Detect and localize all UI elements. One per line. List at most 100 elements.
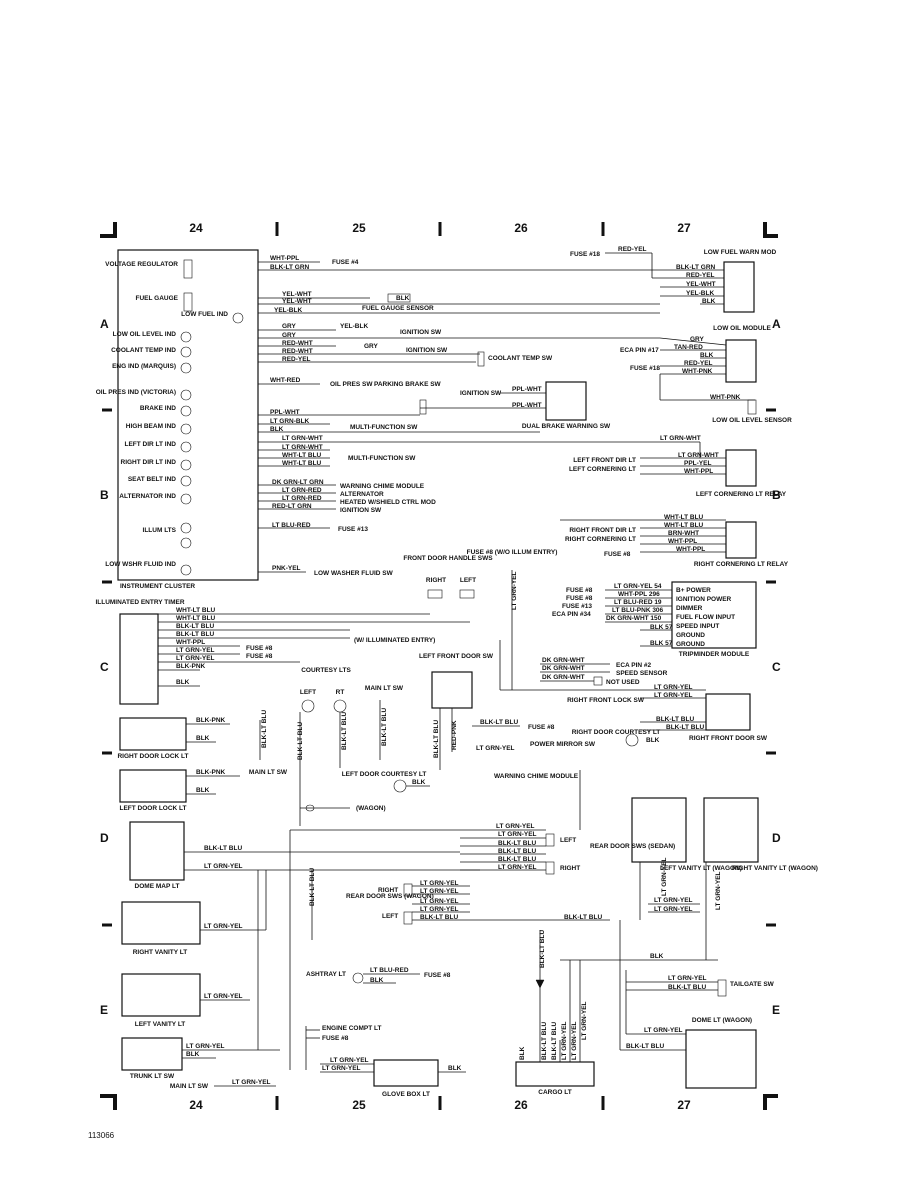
wire-label: BLK-LT GRN: [270, 264, 310, 271]
wire-label: LT GRN-YEL: [511, 571, 518, 610]
fuse-label: FUSE #18: [570, 251, 600, 258]
row-label-a: A: [772, 317, 781, 331]
row-label-c: C: [100, 660, 109, 674]
wire-label: RED-WHT: [282, 340, 313, 347]
wire-label: LT GRN-YEL: [571, 1021, 578, 1060]
wire-label: BLK: [196, 787, 210, 794]
wire-label: BLK: [196, 735, 210, 742]
rear-door-sws-sedan: LEFT RIGHT REAR DOOR SWS (SEDAN) LT GRN-…: [290, 823, 675, 875]
wire-label: BLK-LT BLU: [498, 840, 536, 847]
wire-label: BLK-LT BLU: [297, 722, 304, 760]
right-front-door-sw-label: RIGHT FRONT DOOR SW: [689, 735, 768, 742]
door-lock-lts: RIGHT DOOR LOCK LT BLK-PNK BLK LEFT DOOR…: [117, 717, 240, 812]
tripminder-module-label: TRIPMINDER MODULE: [679, 651, 750, 658]
column-label-27: 27: [677, 221, 691, 235]
left-label: LEFT: [382, 913, 398, 920]
wire-label: WHT-RED: [270, 377, 301, 384]
wire-label: LT BLU-RED: [370, 967, 409, 974]
low-oil-module: LOW OIL MODULE GRY ECA PIN #17 TAN-RED B…: [620, 325, 792, 424]
fuse-label: FUSE #18: [630, 365, 660, 372]
wire-label: LT BLU-RED 19: [614, 599, 662, 606]
ashtray-lt-label: ASHTRAY LT: [306, 971, 346, 978]
wire-label: BLK-LT BLU: [656, 716, 694, 723]
left-label: LEFT: [560, 837, 576, 844]
wire-label: BLK-LT BLU: [480, 719, 518, 726]
multi-function-sw-label: MULTI-FUNCTION SW: [348, 455, 416, 462]
right-cornering-lt-relay: RIGHT CORNERING LT RELAY WHT-LT BLU WHT-…: [560, 514, 789, 568]
wire-label: LT BLU-PNK 306: [612, 607, 664, 614]
wire-label: BLK-PNK: [176, 663, 206, 670]
dome-lt-wagon-label: DOME LT (WAGON): [692, 1017, 752, 1024]
column-label-25: 25: [352, 1098, 366, 1112]
right-vanity-lt: RIGHT VANITY LT LT GRN-YEL: [121, 901, 266, 956]
wire-label: LT GRN-YEL: [232, 1079, 271, 1086]
wire-label: LT GRN-YEL: [420, 888, 459, 895]
wire-label: WHT-LT BLU: [664, 522, 704, 529]
wire-label: LT GRN-YEL: [204, 923, 243, 930]
rear-door-sws-sedan-label: REAR DOOR SWS (SEDAN): [590, 843, 675, 850]
wire-label: LT GRN-YEL: [204, 863, 243, 870]
oil-pres-ind-label: OIL PRES IND (VICTORIA): [96, 389, 176, 396]
left-cornering-lt-relay: LEFT CORNERING LT RELAY LT GRN-WHT LT GR…: [569, 435, 787, 498]
front-door-handle-sws-label: FRONT DOOR HANDLE SWS: [403, 555, 493, 562]
wire-label: WHT-LT BLU: [176, 607, 216, 614]
wire-label: LT GRN-YEL: [654, 684, 693, 691]
front-door-handle-sws: FRONT DOOR HANDLE SWS RIGHT LEFT FUSE #8…: [403, 549, 557, 690]
wire-label: BLK-LT BLU: [341, 712, 348, 750]
column-label-24: 24: [189, 221, 203, 235]
row-labels: A A B B C C D D E E: [100, 317, 781, 1017]
wire-label: LT GRN-YEL: [654, 897, 693, 904]
ignition-sw-label: IGNITION SW: [460, 390, 502, 397]
oil-pres-sw-label: OIL PRES SW: [330, 381, 373, 388]
right-label: RIGHT: [378, 887, 398, 894]
eng-ind-label: ENG IND (MARQUIS): [112, 363, 176, 370]
right-cornering-lt-relay-label: RIGHT CORNERING LT RELAY: [694, 561, 789, 568]
wire-label: WHT-LT BLU: [664, 514, 704, 521]
wire-label: LT GRN-YEL: [420, 898, 459, 905]
fuse-label: FUSE #8: [528, 724, 555, 731]
wire-label: LT GRN-WHT: [282, 444, 323, 451]
right-dir-lt-ind-label: RIGHT DIR LT IND: [121, 459, 177, 466]
wire-label: LT GRN-YEL: [498, 831, 537, 838]
rear-door-sws-wagon-label: REAR DOOR SWS (WAGON): [346, 893, 434, 900]
right-front-dir-lt-label: RIGHT FRONT DIR LT: [569, 527, 636, 534]
wire-label: BLK: [448, 1065, 462, 1072]
coolant-temp-ind-label: COOLANT TEMP IND: [111, 347, 176, 354]
wire-label: WHT-PNK: [710, 394, 741, 401]
trunk-lt-sw: TRUNK LT SW LT GRN-YEL BLK MAIN LT SW LT…: [121, 1037, 280, 1090]
wire-label: LT GRN-YEL: [204, 993, 243, 1000]
wire-label: RED-WHT: [282, 348, 313, 355]
wire-label: LT GRN-BLK: [270, 418, 310, 425]
wire-label: BLK: [519, 1046, 526, 1060]
speed-sensor-label: SPEED SENSOR: [616, 670, 668, 677]
wire-label: WHT-PPL 296: [618, 591, 660, 598]
row-label-d: D: [772, 831, 781, 845]
left-cornering-lt-relay-label: LEFT CORNERING LT RELAY: [696, 491, 787, 498]
left-vanity-lt: LEFT VANITY LT LT GRN-YEL: [121, 973, 250, 1028]
wire-label: LT GRN-YEL: [654, 906, 693, 913]
wire-label: BLK-LT BLU: [541, 1022, 548, 1060]
left-front-door-sw: LEFT FRONT DOOR SW BLK-LT BLU FUSE #8 LT…: [342, 653, 596, 793]
wire-label: BLK: [370, 977, 384, 984]
fuse-label: FUSE #8: [424, 972, 451, 979]
w-illuminated-entry-label: (W/ ILLUMINATED ENTRY): [354, 637, 435, 644]
courtesy-lts: COURTESY LTS LEFT RT MAIN LT SW MAIN LT …: [249, 667, 404, 826]
right-label: RIGHT: [426, 577, 446, 584]
wire-label: GRY: [282, 332, 297, 339]
wire-label: BLK-LT BLU: [626, 1043, 664, 1050]
wire-label: YEL-BLK: [274, 307, 302, 314]
dual-brake-warning-sw: DUAL BRAKE WARNING SW IGNITION SW PPL-WH…: [419, 381, 611, 430]
tailgate-sw-label: TAILGATE SW: [730, 981, 775, 988]
high-beam-ind-label: HIGH BEAM IND: [126, 423, 177, 430]
wire-label: PPL-WHT: [512, 386, 542, 393]
dual-brake-warning-sw-label: DUAL BRAKE WARNING SW: [522, 423, 611, 430]
wire-label: YEL-BLK: [340, 323, 368, 330]
fuse-label: FUSE #8: [246, 645, 273, 652]
wire-label: PPL-YEL: [684, 460, 711, 467]
wire-label: BLK: [396, 295, 410, 302]
wire-label: BLK: [270, 426, 284, 433]
vertical-wire-labels: LT GRN-YEL BLK-LT BLU BLK-LT BLU BLK-LT …: [261, 571, 722, 1060]
ignition-sw-label: IGNITION SW: [406, 347, 448, 354]
wire-label: BLK 57: [650, 640, 673, 647]
fuel-gauge-label: FUEL GAUGE: [136, 295, 179, 302]
